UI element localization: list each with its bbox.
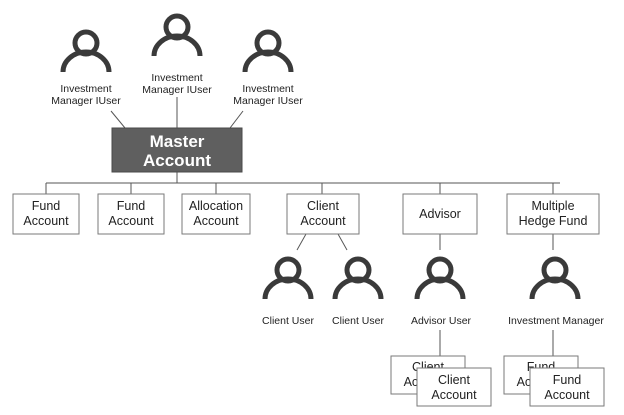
master-account-box	[111, 127, 243, 173]
account-client-line1: Client	[307, 199, 339, 213]
stack-client-front-line2: Account	[431, 388, 477, 402]
person-icon	[245, 32, 291, 72]
sub-user-investment-manager-label: Investment Manager	[508, 315, 604, 327]
sub-user-client-1: Client User	[262, 259, 314, 327]
person-icon	[265, 259, 311, 299]
account-box	[402, 193, 478, 235]
account-box	[286, 193, 360, 235]
stack-client-front-line1: Client	[438, 373, 470, 387]
top-user-3-line2: Manager IUser	[233, 95, 303, 107]
top-user-1-line1: Investment	[60, 83, 111, 95]
sub-user-client-1-label: Client User	[262, 315, 314, 327]
connector-lines	[45, 97, 560, 356]
account-client-line2: Account	[300, 214, 346, 228]
account-fund-1-line1: Fund	[32, 199, 61, 213]
person-icon	[417, 259, 463, 299]
stack-front-box	[416, 367, 492, 407]
stack-fund-front-line2: Account	[544, 388, 590, 402]
person-icon	[335, 259, 381, 299]
top-user-2-line2: Manager IUser	[142, 84, 212, 96]
master-account-line2: Account	[143, 151, 211, 170]
sub-user-advisor-label: Advisor User	[411, 315, 472, 327]
top-user-3: Investment Manager IUser	[233, 32, 303, 107]
top-user-2: Investment Manager IUser	[142, 16, 212, 96]
account-allocation: Allocation Account	[181, 193, 251, 235]
sub-user-client-2: Client User	[332, 259, 384, 327]
account-client: Client Account	[286, 193, 360, 235]
account-fund-2: Fund Account	[97, 193, 165, 235]
connector-user3-master	[229, 110, 244, 129]
account-fund-1: Fund Account	[12, 193, 80, 235]
account-fund-2-line2: Account	[108, 214, 154, 228]
account-fund-1-line2: Account	[23, 214, 69, 228]
account-box	[181, 193, 251, 235]
top-user-2-line1: Investment	[151, 72, 202, 84]
top-user-3-line1: Investment	[242, 83, 293, 95]
account-hedge-fund-line1: Multiple	[531, 199, 574, 213]
account-fund-2-line1: Fund	[117, 199, 146, 213]
person-icon	[532, 259, 578, 299]
stack-fund-front-line1: Fund	[553, 373, 582, 387]
account-advisor: Advisor	[402, 193, 478, 235]
account-allocation-line2: Account	[193, 214, 239, 228]
stack-fund-accounts: Fund Acc Fund Account	[503, 355, 605, 407]
account-box	[12, 193, 80, 235]
account-hedge-fund: Multiple Hedge Fund	[506, 193, 600, 235]
sub-user-investment-manager: Investment Manager	[508, 259, 604, 327]
account-box	[506, 193, 600, 235]
account-box	[97, 193, 165, 235]
person-icon	[154, 16, 200, 56]
sub-user-advisor: Advisor User	[411, 259, 472, 327]
stack-client-accounts: Client Acc Client Account	[390, 355, 492, 407]
sub-user-client-2-label: Client User	[332, 315, 384, 327]
master-account: Master Account	[111, 127, 243, 173]
top-user-1-line2: Manager IUser	[51, 95, 121, 107]
connector-user1-master	[110, 110, 126, 129]
master-account-line1: Master	[150, 132, 205, 151]
connector-client-user1	[296, 233, 307, 251]
person-icon	[63, 32, 109, 72]
top-user-1: Investment Manager IUser	[51, 32, 121, 107]
connector-client-user2	[337, 233, 348, 251]
account-advisor-line1: Advisor	[419, 207, 461, 221]
account-allocation-line1: Allocation	[189, 199, 243, 213]
stack-front-box	[529, 367, 605, 407]
account-hedge-fund-line2: Hedge Fund	[519, 214, 588, 228]
